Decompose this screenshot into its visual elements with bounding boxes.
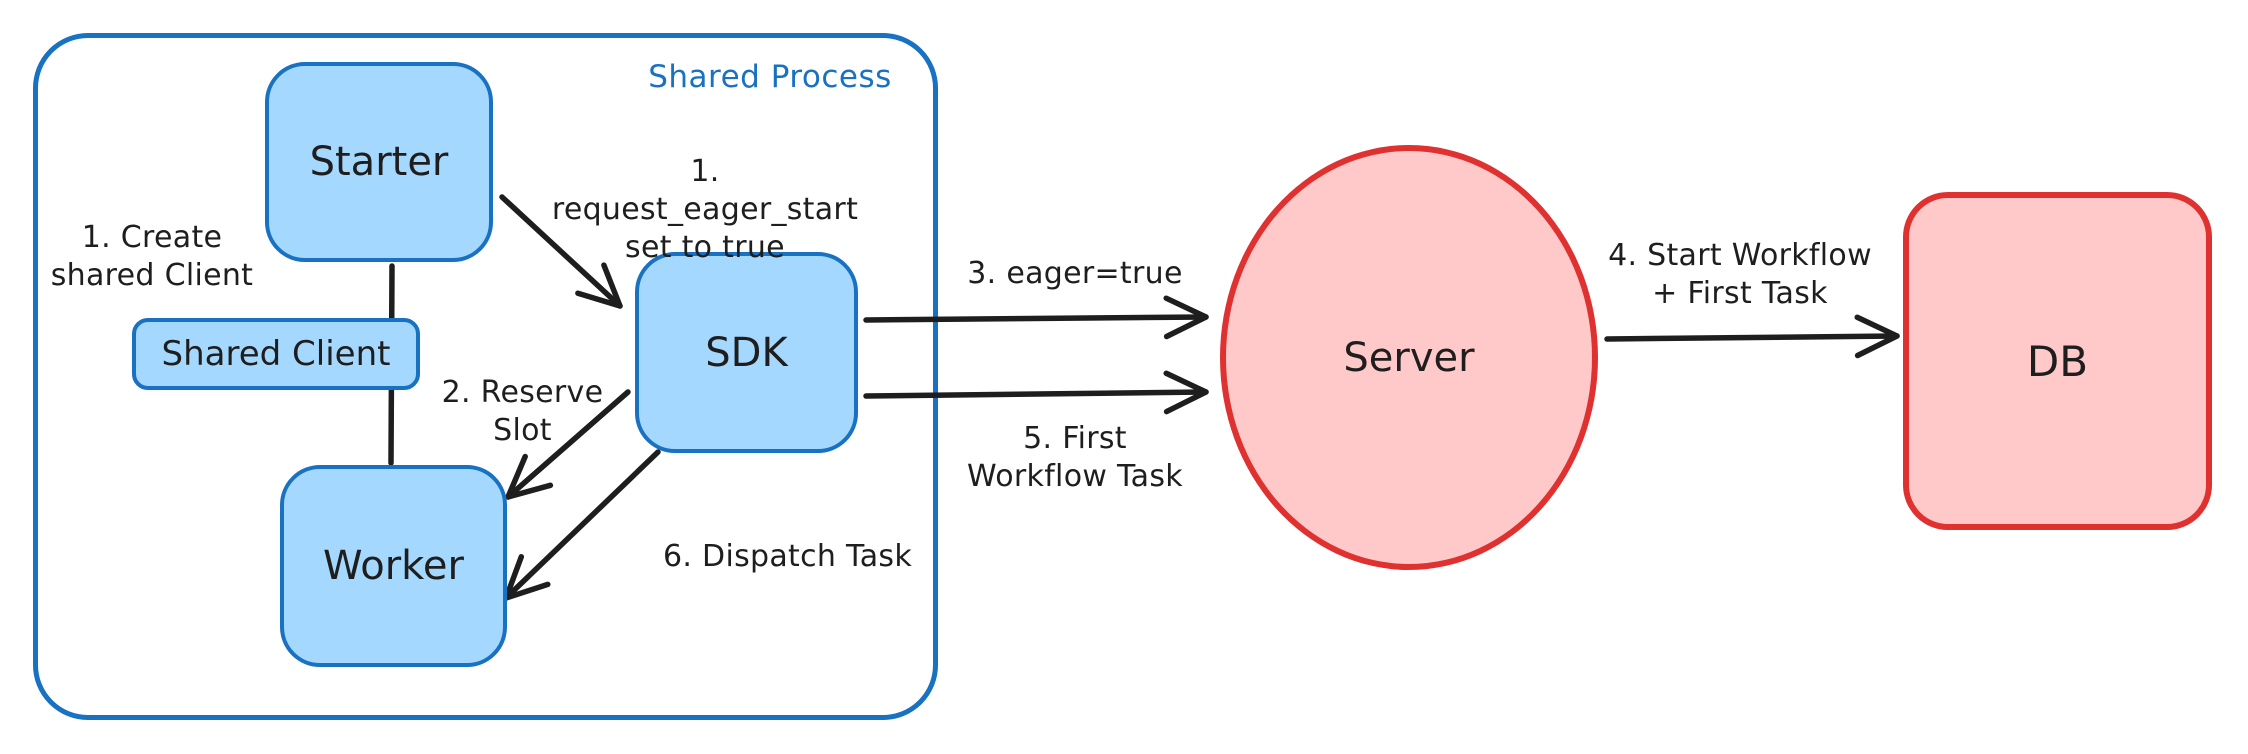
node-worker: Worker xyxy=(280,465,507,667)
node-sdk-label: SDK xyxy=(705,329,788,376)
shared-process-title: Shared Process xyxy=(648,59,892,95)
annotation-line: 3. eager=true xyxy=(967,256,1183,291)
arrow-1-request-eager-start-head xyxy=(575,262,623,309)
node-shared-client: Shared Client xyxy=(132,318,420,390)
arrow-6-dispatch-task xyxy=(503,449,661,601)
annotation-dispatch-task: 6. Dispatch Task xyxy=(645,538,930,576)
arrow-5-first-workflow-task-head xyxy=(1163,370,1209,415)
annotation-line: shared Client xyxy=(50,258,254,293)
annotation-first-workflow-task: 5. First Workflow Task xyxy=(950,420,1200,496)
node-db: DB xyxy=(1903,192,2212,530)
node-sdk: SDK xyxy=(635,252,858,453)
annotation-start-workflow: 4. Start Workflow + First Task xyxy=(1590,237,1890,313)
arrow-4-start-workflow-head xyxy=(1854,314,1900,359)
arrow-3-eager-true xyxy=(863,295,1209,340)
annotation-line: + First Task xyxy=(1652,276,1828,311)
arrow-1-request-eager-start xyxy=(499,194,623,309)
annotation-line: 5. First xyxy=(1023,421,1127,456)
annotation-create-shared-client: 1. Create shared Client xyxy=(27,219,277,295)
arrow-2-reserve-slot-head xyxy=(505,453,554,500)
node-server: Server xyxy=(1220,145,1598,570)
shared-process-container xyxy=(33,33,938,720)
node-worker-label: Worker xyxy=(323,543,464,589)
annotation-line: 2. Reserve xyxy=(441,375,604,410)
annotation-request-eager-start: 1. request_eager_start set to true xyxy=(540,153,870,267)
annotation-eager-true: 3. eager=true xyxy=(955,255,1195,293)
node-starter: Starter xyxy=(265,62,493,262)
annotation-line: 6. Dispatch Task xyxy=(662,539,912,574)
arrow-4-start-workflow xyxy=(1604,314,1900,359)
arrow-3-eager-true-head xyxy=(1163,295,1209,340)
annotation-line: set to true xyxy=(625,230,785,265)
arrow-5-first-workflow-task xyxy=(863,370,1209,415)
annotation-line: 1. Create xyxy=(81,220,223,255)
annotation-line: 4. Start Workflow xyxy=(1608,238,1872,273)
annotation-line: 1. request_eager_start xyxy=(551,154,859,227)
arrow-2-reserve-slot xyxy=(505,389,631,500)
annotation-reserve-slot: 2. Reserve Slot xyxy=(430,374,615,450)
annotation-line: Slot xyxy=(493,413,552,448)
node-starter-label: Starter xyxy=(309,139,449,185)
node-db-label: DB xyxy=(2026,336,2089,386)
node-shared-client-label: Shared Client xyxy=(161,334,391,374)
annotation-line: Workflow Task xyxy=(967,459,1183,494)
node-server-label: Server xyxy=(1343,334,1475,381)
